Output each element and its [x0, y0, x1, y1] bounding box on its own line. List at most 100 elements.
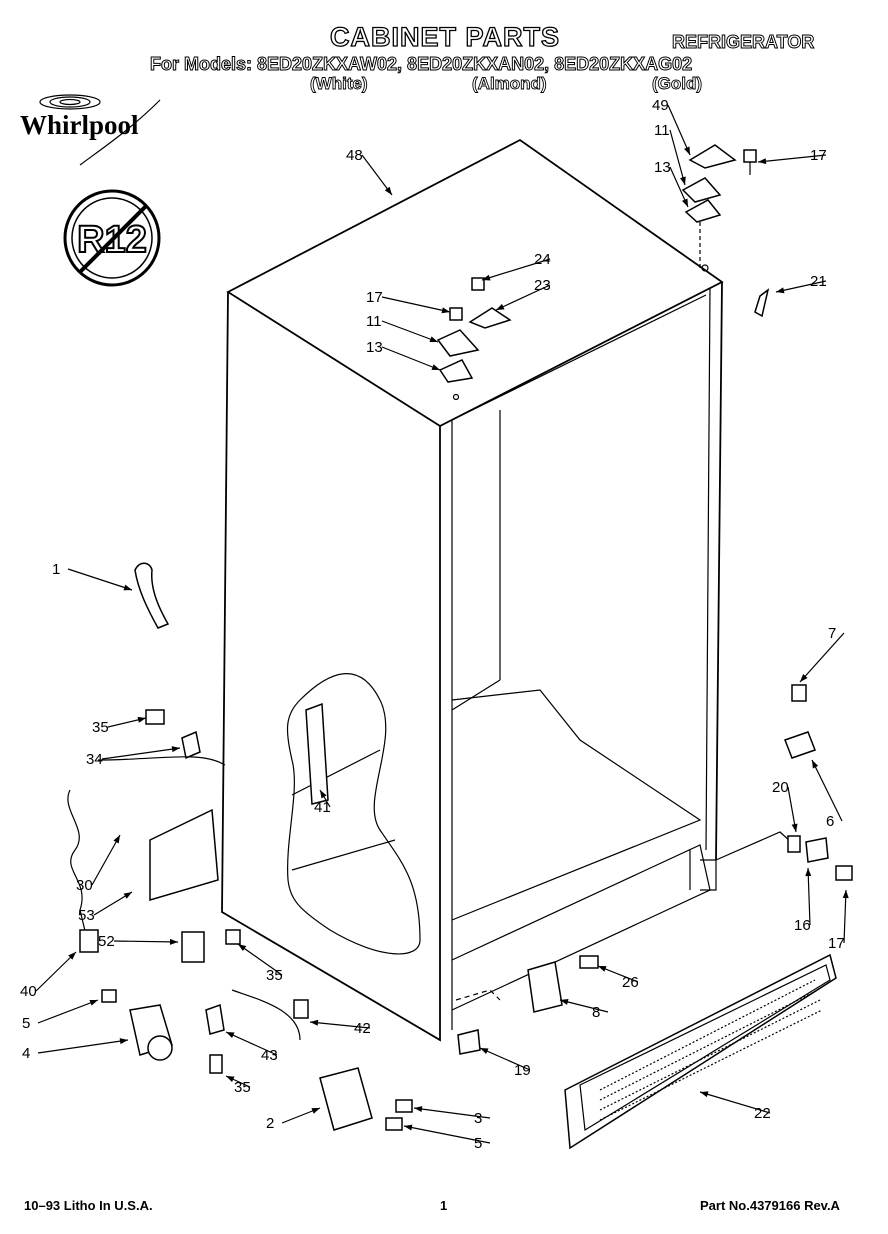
arrowhead — [776, 287, 785, 294]
arrowhead — [598, 966, 607, 972]
leader-line — [799, 632, 845, 683]
callout-number: 6 — [826, 813, 834, 830]
drain-tube — [134, 562, 170, 629]
leader-line — [101, 747, 181, 760]
arrowhead — [791, 823, 798, 832]
footer-part-number: Part No.4379166 Rev.A — [700, 1198, 840, 1213]
arrowhead — [320, 790, 327, 799]
callout-number: 1 — [52, 561, 60, 578]
leader-line — [225, 1031, 278, 1056]
callout-number: 5 — [474, 1135, 482, 1152]
leader-line — [237, 943, 283, 976]
appliance-type: REFRIGERATOR — [671, 32, 815, 53]
callout-number: 35 — [92, 719, 109, 736]
leader-line — [37, 1039, 129, 1054]
callout-number: 16 — [794, 917, 811, 934]
arrowhead — [123, 584, 132, 591]
arrowhead — [431, 364, 440, 370]
leader-line — [775, 280, 827, 293]
callout-number: 42 — [354, 1020, 371, 1037]
leader-line — [37, 999, 99, 1024]
color-white: (White) — [310, 74, 368, 94]
arrowhead — [238, 944, 247, 952]
leader-line — [381, 320, 439, 343]
leader-line — [67, 568, 133, 591]
callout-number: 20 — [772, 779, 789, 796]
leader-line — [807, 867, 811, 926]
callout-number: 5 — [22, 1015, 30, 1032]
callout-number: 7 — [828, 625, 836, 642]
callout-number: 35 — [266, 967, 283, 984]
callout-number: 40 — [20, 983, 37, 1000]
arrowhead — [700, 1091, 709, 1098]
callout-number: 11 — [366, 313, 382, 330]
callout-number: 26 — [622, 974, 639, 991]
arrowhead — [681, 198, 688, 207]
callout-number: 21 — [810, 273, 827, 290]
arrowhead — [171, 746, 180, 753]
color-gold: (Gold) — [652, 74, 703, 94]
arrowhead — [137, 716, 146, 723]
arrowhead — [684, 146, 690, 155]
callout-number: 2 — [266, 1115, 274, 1132]
callout-number: 8 — [592, 1004, 600, 1021]
callout-number: 24 — [534, 251, 551, 268]
leader-line — [811, 759, 843, 822]
callout-number: 30 — [76, 877, 93, 894]
part-21 — [754, 288, 770, 318]
arrowhead — [758, 158, 767, 165]
callout-number: 17 — [828, 935, 845, 952]
callout-number: 53 — [78, 907, 95, 924]
arrowhead — [226, 1076, 235, 1083]
callout-number: 49 — [652, 97, 669, 114]
arrowhead — [68, 952, 76, 960]
callout-number: 34 — [86, 751, 103, 768]
callout-number: 3 — [474, 1110, 482, 1127]
hinge-top-left — [436, 277, 512, 401]
leader-line — [113, 940, 179, 943]
arrowhead — [404, 1124, 413, 1131]
callout-number: 13 — [366, 339, 383, 356]
left-lower-parts — [67, 709, 413, 1131]
arrowhead — [169, 938, 178, 945]
refrigerator-cabinet — [221, 138, 724, 1042]
arrowhead — [560, 999, 569, 1005]
right-lower-parts — [455, 684, 853, 1055]
leader-line — [495, 284, 551, 311]
arrowhead — [89, 1000, 98, 1006]
leader-line — [413, 1107, 491, 1119]
callout-number: 22 — [754, 1105, 771, 1122]
no-r12-badge-icon: R12 — [63, 189, 161, 287]
coil-41 — [305, 702, 329, 805]
arrowhead — [441, 307, 450, 314]
leader-line — [479, 1047, 531, 1071]
arrowhead — [805, 868, 812, 877]
footer-page-number: 1 — [440, 1198, 448, 1213]
whirlpool-logo: Whirlpool — [20, 110, 139, 140]
leader-line — [35, 951, 77, 992]
leader-line — [481, 258, 551, 281]
leader-line — [381, 296, 451, 313]
leader-line — [381, 346, 441, 371]
leader-line — [669, 129, 686, 186]
leader-line — [757, 154, 827, 163]
callout-layer: 4849111317242317111321173534412063053521… — [20, 97, 849, 1152]
callout-number: 17 — [366, 289, 383, 306]
arrowhead — [310, 1019, 319, 1026]
arrowhead — [429, 336, 438, 342]
arrowhead — [311, 1108, 320, 1114]
leader-line — [91, 834, 121, 886]
callout-number: 43 — [261, 1047, 278, 1064]
arrowhead — [496, 303, 505, 310]
hinge-top-right — [681, 144, 757, 272]
callout-number: 52 — [98, 933, 115, 950]
leader-line — [667, 104, 691, 156]
callout-number: 48 — [346, 147, 363, 164]
arrowhead — [226, 1032, 235, 1039]
page-title: CABINET PARTS — [329, 21, 561, 52]
arrowhead — [480, 1048, 489, 1054]
arrowhead — [800, 674, 808, 682]
color-almond: (Almond) — [472, 74, 547, 94]
arrowhead — [123, 892, 132, 899]
